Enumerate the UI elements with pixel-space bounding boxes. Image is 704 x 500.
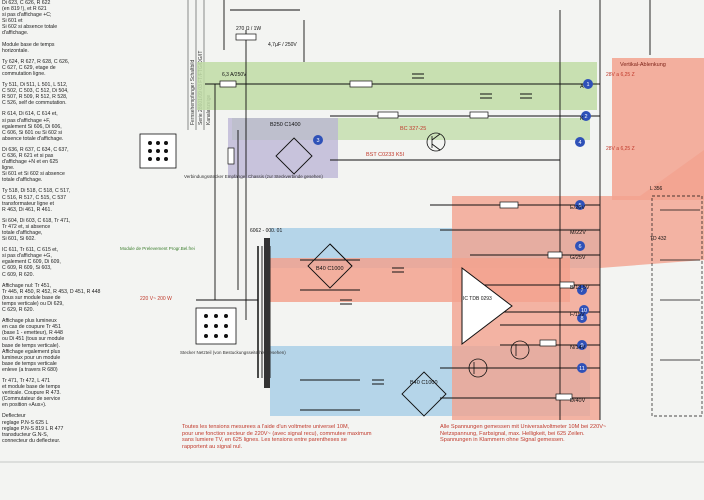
note-11: Affichage plus lumineux en cas de coupur… xyxy=(2,318,65,373)
node-right-label-2: 28V a 6,25 Z xyxy=(606,146,635,152)
node-marker-4 xyxy=(575,137,585,147)
node-marker-label-8: 8 xyxy=(580,316,583,322)
note-9: IC 611, Tr 611, C 615 et, si pas d'affic… xyxy=(2,247,61,278)
rail-e-label: E/26V xyxy=(570,205,585,211)
node-marker-8 xyxy=(577,313,587,323)
note-5: R 614, Di 614, C 614 et, si pas d'affich… xyxy=(2,111,64,142)
node-marker-label-6: 6 xyxy=(578,244,581,250)
rail-g-label: G/25V xyxy=(570,255,586,261)
bst-label: BST C0233 K5I xyxy=(366,152,405,158)
node-marker-label-7: 7 xyxy=(580,288,583,294)
node-marker-label-11: 11 xyxy=(579,366,585,372)
resistor-270-label: 270 Ω / 1W xyxy=(236,26,261,32)
footer-note-fr: Toutes les tensions mesurees a l'aide d'… xyxy=(182,424,372,450)
wires xyxy=(196,0,651,420)
rail-d-label: D/40V xyxy=(570,398,586,404)
fuse-label: 6,3 A/250V xyxy=(222,72,247,78)
resistors xyxy=(219,33,575,401)
b40-label: B40 C1000 xyxy=(316,266,344,272)
rail-b-label: B/13,5V xyxy=(570,285,590,291)
note-13: Deflecteur reglage P.N-S 625 L reglage P… xyxy=(2,413,64,444)
repair-notes-column: Di 623, C 626, R 622 (en 819 !), et R 62… xyxy=(2,0,184,450)
bridge-rectifier-2 xyxy=(401,371,447,417)
node-marker-7 xyxy=(577,285,587,295)
node-marker-label-1: 1 xyxy=(586,82,589,88)
bc327-label: BC 327-25 xyxy=(400,126,426,132)
b40b-label: B40 C1000 xyxy=(410,380,438,386)
transistor-bc309 xyxy=(510,340,530,360)
node-marker-5 xyxy=(575,200,585,210)
vertical-box-title: Vertikal-Ablenkung xyxy=(620,62,666,68)
b250-label: B250 C1400 xyxy=(270,122,301,128)
capacitors xyxy=(340,73,532,385)
cap-top-label: 4,7µF / 250V xyxy=(268,42,297,48)
transistor-bc308 xyxy=(468,358,488,378)
note-1: Di 623, C 626, R 622 (en 819 !), et R 62… xyxy=(2,0,58,37)
node-marker-2 xyxy=(581,111,591,121)
rail-a-label: A xyxy=(580,84,584,90)
node-markers: 1 2 3 4 5 6 7 8 9 10 11 xyxy=(313,79,593,373)
node-marker-6 xyxy=(575,241,585,251)
right-module xyxy=(651,195,703,417)
title-line-1: Fernsehempfanger Schaltbild xyxy=(190,59,196,125)
note-12: Tr 471, Tr 472, L 471 et module base de … xyxy=(2,377,61,409)
note-4: Ty 511, Di 511, L 501, L 512, C 502, C 5… xyxy=(2,82,69,107)
footer-note-de: Alle Spannungen gemessen mit Universalvo… xyxy=(440,424,607,443)
note-8: Si 604, Di 603, C 618, Tr 471, Tr 472 et… xyxy=(2,217,71,243)
note-10: Affichage nul: Tr 451, Tr 445, R 450, R … xyxy=(2,282,101,314)
rail-f-label: F/15V xyxy=(570,312,585,318)
connector-chassis xyxy=(139,133,177,169)
ic-label: IC TDB 0293 xyxy=(463,296,492,302)
node-marker-label-4: 4 xyxy=(578,140,581,146)
connector-caption-2: Stecker Netzteil (von Bestuckungsseite h… xyxy=(180,350,286,355)
note-3: Ty 624, R 627, R 628, C 626, C 627, C 62… xyxy=(2,58,70,77)
mains-transformer xyxy=(257,238,270,388)
bridge-rectifier-1 xyxy=(307,243,353,289)
transistor-bc327 xyxy=(426,132,446,152)
connector-caption-1: Verbindungsstecker Empfanger Chassis (zu… xyxy=(184,174,323,179)
node-marker-3 xyxy=(313,135,323,145)
l356-label: L 356 xyxy=(650,186,663,192)
node-marker-label-3: 3 xyxy=(316,138,319,144)
node-marker-label-10: 10 xyxy=(581,308,587,314)
cable-label: 6062 - 000. 01 xyxy=(250,228,282,234)
rail-m-label: M/22V xyxy=(570,230,586,236)
note-7: Ty 518, Di 518, C 518, C 517, C 516, R 5… xyxy=(2,188,71,213)
node-right-label: 28V a 6,25 Z xyxy=(606,72,635,78)
node-marker-label-5: 5 xyxy=(578,203,581,209)
rail-n-label: N/14V xyxy=(570,345,586,351)
node-marker-label-2: 2 xyxy=(584,114,587,120)
note-2: Module base de temps horizontale. xyxy=(2,41,55,54)
td-label: TD 432 xyxy=(650,236,667,242)
ic-regulator xyxy=(461,266,513,346)
mains-label: 220 V~ 200 W xyxy=(140,296,172,302)
node-marker-10 xyxy=(579,305,589,315)
node-marker-label-9: 9 xyxy=(580,343,583,349)
note-6: Di 636, R 637, C 634, C 637, C 636, R 62… xyxy=(2,146,69,184)
node-marker-9 xyxy=(577,340,587,350)
rail-k-label: K xyxy=(580,116,584,122)
band-green xyxy=(197,62,597,110)
red-box-right xyxy=(612,58,704,200)
connector-power xyxy=(195,307,237,345)
bridge-rectifier-3 xyxy=(275,137,313,175)
node-marker-11 xyxy=(577,363,587,373)
node-marker-1 xyxy=(583,79,593,89)
module-label: Module de Prelevement Progr.Bel.frei xyxy=(120,246,195,251)
